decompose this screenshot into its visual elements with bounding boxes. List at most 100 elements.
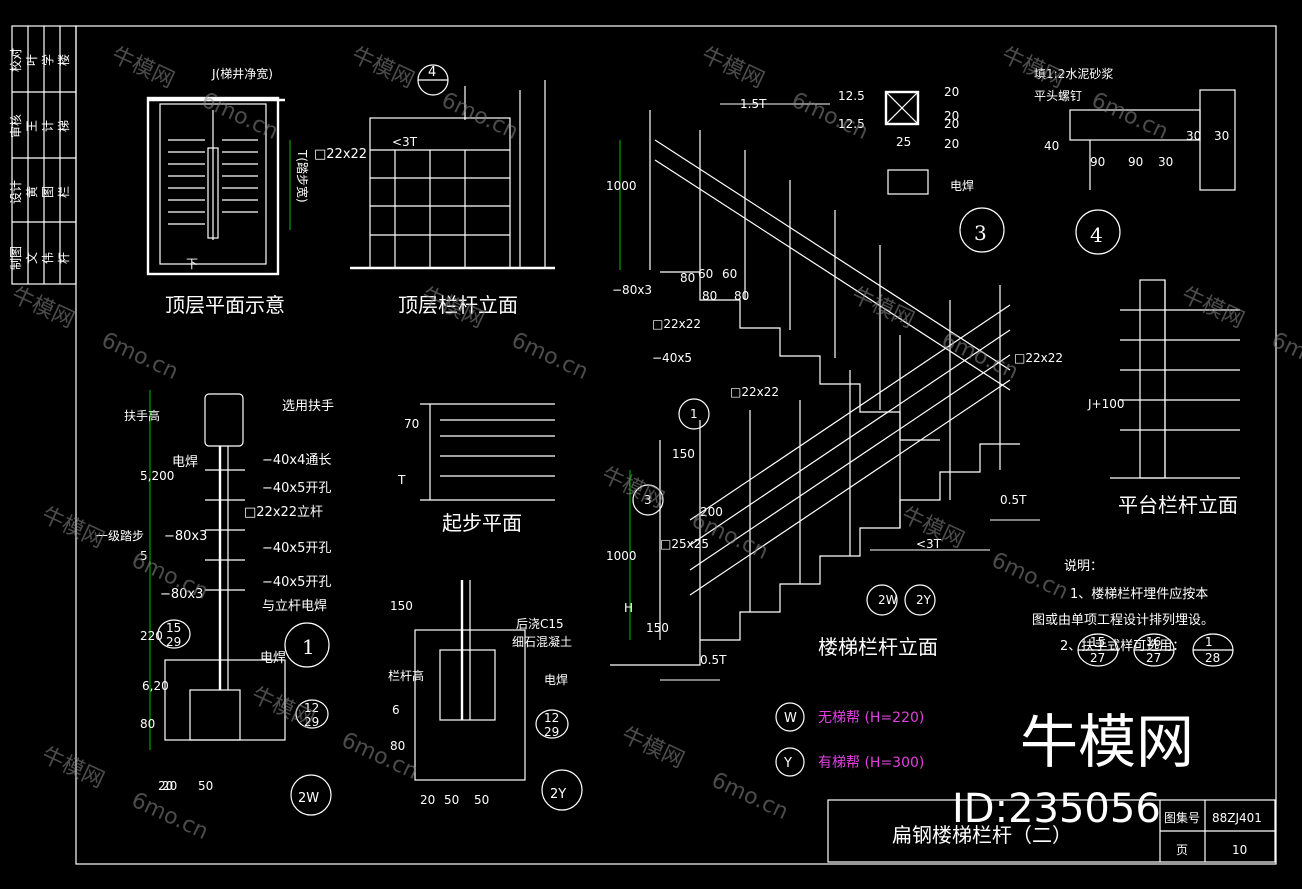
platform-rail-label: J+100 <box>1087 397 1125 411</box>
notes-ref-bottom: 27 <box>1146 651 1161 665</box>
notes-line-2: 图或由单项工程设计排列埋设。 <box>1032 613 1214 628</box>
signature-strip-cell: 楼 <box>56 54 71 66</box>
detail-2y-number: 2Y <box>550 787 566 802</box>
detail-1-label: −40x5开孔 <box>262 541 331 556</box>
detail-1-ref-circle <box>157 619 191 649</box>
detail-2y-dim: 20 <box>420 793 435 807</box>
signature-strip-cell: 叶 <box>25 54 39 66</box>
watermark-brand-large: 牛模网 <box>1020 708 1194 776</box>
detail-3-label: 20 <box>944 109 959 123</box>
drawing-frame <box>75 25 1277 865</box>
stair-rail-label: □25x25 <box>660 537 709 551</box>
detail-1-label: −40x5开孔 <box>262 481 331 496</box>
top-rail-title: 顶层栏杆立面 <box>398 293 518 317</box>
signature-strip-cell: 黄 <box>25 186 39 198</box>
signature-strip-cell: 梯 <box>57 120 71 132</box>
stair-rail-label: □22x22 <box>1014 351 1063 365</box>
watermark-site: 6mo.cn <box>987 548 1071 605</box>
stair-rail-callout-circle <box>678 398 710 430</box>
signature-strip-cell: 审核 <box>8 114 23 138</box>
stair-rail-label: −40x5 <box>652 351 692 365</box>
legend-w-circle <box>775 702 805 732</box>
page-number: 10 <box>1232 843 1247 857</box>
detail-1 <box>149 390 330 750</box>
detail-4-number: 4 <box>1090 223 1103 247</box>
text-layer: 顶层平面示意J(梯井净宽)T(踏步宽)下顶层栏杆立面4□22x22<3T起步平面… <box>7 43 1302 857</box>
start-plan-dim-70: 70 <box>404 417 419 431</box>
detail-4 <box>1069 89 1236 255</box>
detail-2y-ref-top: 12 <box>544 711 559 725</box>
stair-rail-label: 1.5T <box>740 97 767 111</box>
watermark-brand: 牛模网 <box>697 43 767 94</box>
detail-1-label: −80x3 <box>164 529 207 544</box>
detail-1-ref-top: 12 <box>304 701 319 715</box>
stair-rail-label: 1000 <box>606 179 637 193</box>
stair-rail-label: 0.5T <box>1000 493 1027 507</box>
detail-1-dim: 一级踏步 <box>96 529 144 543</box>
top-rail-elevation <box>350 64 555 270</box>
watermark-brand: 牛模网 <box>37 743 107 794</box>
detail-3-label: 12.5 <box>838 117 865 131</box>
watermark-site: 6mo.cn <box>507 328 591 385</box>
watermark-site: 6mo.cn <box>1267 328 1302 385</box>
watermark-brand: 牛模网 <box>997 43 1067 94</box>
start-plan-view <box>420 403 555 501</box>
note-ref-circles <box>1077 633 1234 667</box>
notes-ref-bottom: 28 <box>1205 651 1220 665</box>
watermark-brand: 牛模网 <box>617 723 687 774</box>
top-plan-t-label: T(踏步宽) <box>295 149 310 203</box>
detail-2y-ref-bottom: 29 <box>544 725 559 739</box>
notes-ref-top: 1 <box>1205 635 1213 649</box>
legend-symbol: W <box>784 711 797 726</box>
detail-4-label: 填1:2水泥砂浆 <box>1034 66 1113 81</box>
detail-1-ref-top: 15 <box>166 621 181 635</box>
detail-1-dim: 5 <box>140 549 148 563</box>
stair-rail-callout-circle <box>632 484 664 516</box>
watermark-site: 6mo.cn <box>337 728 421 785</box>
legend-text: 有梯帮 (H=300) <box>818 755 924 771</box>
detail-2y-ref-circle <box>535 709 569 739</box>
detail-4-label: 40 <box>1044 139 1059 153</box>
stair-rail-callout: 3 <box>644 493 652 507</box>
stair-rail-label: □22x22 <box>652 317 701 331</box>
drawing-title: 扁钢楼梯栏杆（二） <box>892 823 1072 847</box>
detail-1-number: 1 <box>302 635 315 659</box>
detail-3-label: 12.5 <box>838 89 865 103</box>
detail-1-dim: 50 <box>198 779 213 793</box>
detail-1-dim: 220 <box>140 629 163 643</box>
atlas-number: 88ZJ401 <box>1212 811 1262 825</box>
stair-rail-callout: 2Y <box>916 593 932 607</box>
detail-3 <box>884 90 1005 253</box>
detail-1-ref-circle <box>295 699 329 729</box>
detail-1-label: □22x22立杆 <box>244 505 323 520</box>
stair-rail-label: 1000 <box>606 549 637 563</box>
detail-1-label: 与立杆电焊 <box>262 598 327 614</box>
signature-strip-cell: 校对 <box>8 48 23 72</box>
top-rail-3t-note: <3T <box>392 135 418 149</box>
detail-1-label: −40x5开孔 <box>262 575 331 590</box>
signature-strip-cell: 图 <box>41 186 55 198</box>
watermark-brand: 牛模网 <box>247 683 317 734</box>
detail-4-label: 平头螺钉 <box>1034 89 1082 103</box>
stair-rail-callout: 1 <box>690 407 698 421</box>
legend-y-circle <box>775 747 805 777</box>
watermark-id: ID:235056 <box>952 786 1161 832</box>
top-rail-callout: 4 <box>428 65 436 80</box>
stair-rail-callout-circle <box>904 584 936 616</box>
detail-1-label: 选用扶手 <box>282 399 334 414</box>
stair-rail-label: 150 <box>672 447 695 461</box>
detail-4-label: 30 <box>1158 155 1173 169</box>
watermark-site: 6mo.cn <box>97 328 181 385</box>
watermark-brand: 牛模网 <box>347 43 417 94</box>
detail-3-label: 25 <box>896 135 911 149</box>
watermark-brand: 牛模网 <box>417 283 487 334</box>
notes-ref-bottom: 27 <box>1090 651 1105 665</box>
detail-2y-dim: 80 <box>390 739 405 753</box>
signature-strip-cell: 伟 <box>41 252 55 264</box>
watermark-brand: 牛模网 <box>7 283 77 334</box>
signature-strip-cell: 设计 <box>9 180 23 204</box>
stair-rail-title: 楼梯栏杆立面 <box>818 635 938 659</box>
signature-strip-cell: 学 <box>40 54 55 66</box>
notes-line-1: 1、楼梯栏杆埋件应按本 <box>1070 586 1208 602</box>
